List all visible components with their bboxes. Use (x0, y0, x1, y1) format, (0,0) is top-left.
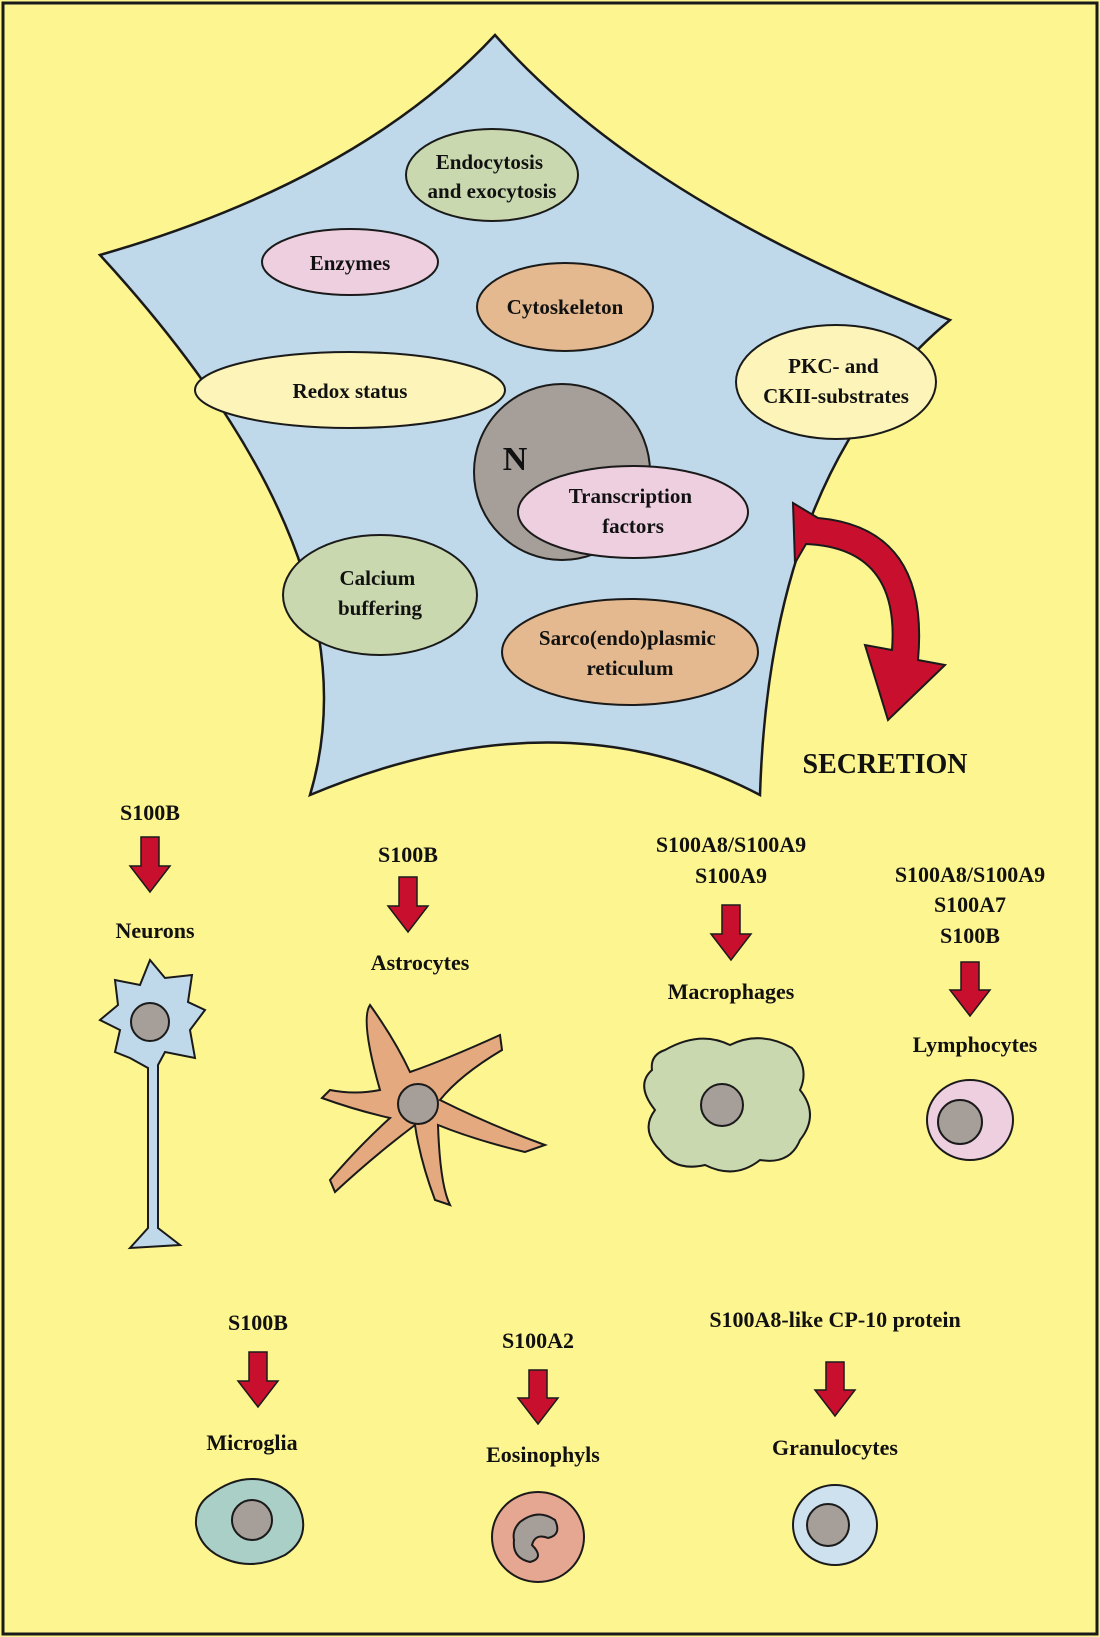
calcium-oval: Calcium buffering (283, 535, 477, 655)
pkc-label-line1: PKC- and (788, 354, 879, 378)
calcium-label-line2: buffering (338, 596, 423, 620)
calcium-label-line1: Calcium (339, 566, 415, 590)
redox-oval: Redox status (195, 352, 505, 428)
astrocytes-protein-1: S100B (378, 842, 438, 867)
granulocyte-nucleus (807, 1504, 849, 1546)
pkc-oval: PKC- and CKII-substrates (736, 325, 936, 439)
microglia-label: Microglia (206, 1430, 297, 1455)
lymphocyte-nucleus (938, 1100, 982, 1144)
lymphocytes-label: Lymphocytes (913, 1032, 1038, 1057)
lymphocytes-protein-1: S100A8/S100A9 (895, 862, 1045, 887)
sarco-label-line1: Sarco(endo)plasmic (539, 626, 716, 650)
lymphocytes-protein-3: S100B (940, 923, 1000, 948)
neuron-nucleus (131, 1003, 169, 1041)
astrocytes-label: Astrocytes (371, 950, 470, 975)
eosinophyls-protein-1: S100A2 (502, 1328, 574, 1353)
macrophage-nucleus (701, 1084, 743, 1126)
cytoskeleton-oval: Cytoskeleton (477, 263, 653, 351)
enzymes-label: Enzymes (310, 251, 391, 275)
microglia-nucleus (232, 1500, 272, 1540)
macrophages-label: Macrophages (668, 979, 795, 1004)
redox-label: Redox status (293, 379, 408, 403)
sarco-label-line2: reticulum (586, 656, 674, 680)
microglia-protein-1: S100B (228, 1310, 288, 1335)
neurons-protein-1: S100B (120, 800, 180, 825)
transcription-oval: Transcription factors (518, 466, 748, 558)
cytoskeleton-label: Cytoskeleton (507, 295, 624, 319)
pkc-label-line2: CKII-substrates (763, 384, 909, 408)
endocytosis-label-line2: and exocytosis (428, 179, 557, 203)
macrophages-protein-1: S100A8/S100A9 (656, 832, 806, 857)
transcription-label-line1: Transcription (569, 484, 693, 508)
endocytosis-oval: Endocytosis and exocytosis (406, 129, 578, 221)
macrophages-protein-2: S100A9 (695, 863, 767, 888)
sarco-oval: Sarco(endo)plasmic reticulum (502, 599, 758, 705)
granulocytes-protein-1: S100A8-like CP-10 protein (709, 1307, 960, 1332)
endocytosis-label-line1: Endocytosis (436, 150, 543, 174)
secretion-label: SECRETION (803, 749, 968, 780)
eosinophyls-label: Eosinophyls (486, 1442, 600, 1467)
neurons-label: Neurons (115, 918, 194, 943)
lymphocytes-protein-2: S100A7 (934, 892, 1006, 917)
enzymes-oval: Enzymes (262, 229, 438, 295)
nucleus-label: N (503, 441, 528, 478)
astrocyte-nucleus (398, 1084, 438, 1124)
transcription-label-line2: factors (602, 514, 664, 538)
granulocytes-label: Granulocytes (772, 1435, 898, 1460)
